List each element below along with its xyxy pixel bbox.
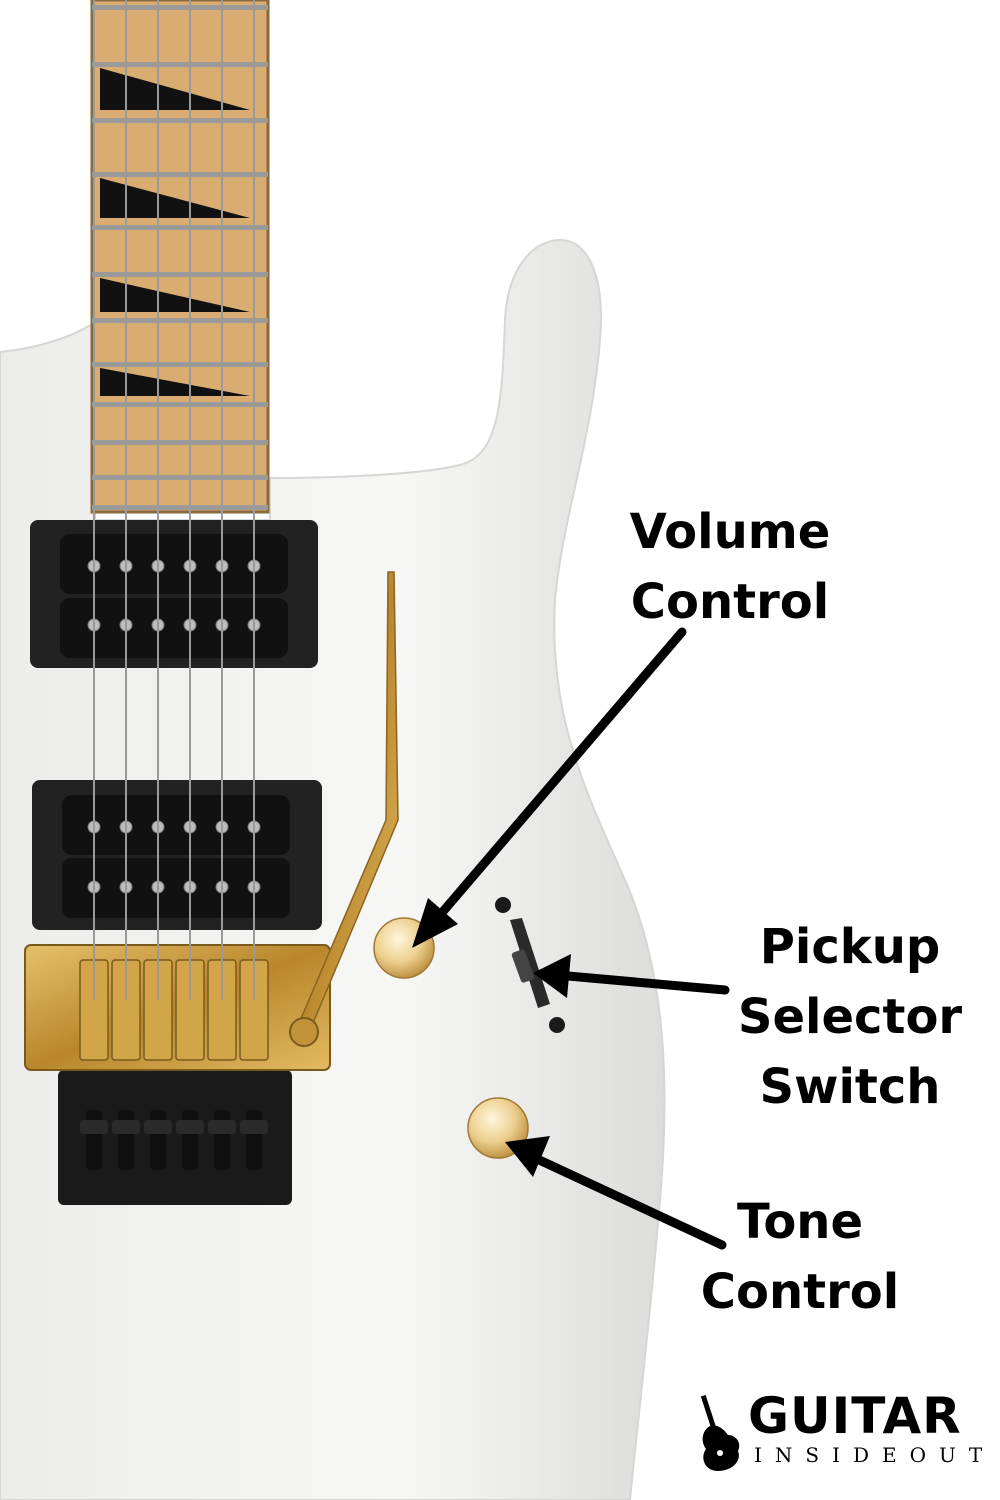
fret [92, 362, 268, 367]
fine-tuner-head [112, 1120, 140, 1134]
fret [92, 272, 268, 277]
shark-fin-inlay [100, 368, 250, 396]
volume-control-label: Volume Control [600, 497, 860, 637]
guitar-insideout-logo: GUITAR INSIDEOUT [698, 1387, 988, 1473]
fine-tuner [246, 1110, 262, 1170]
tone-label-line-1: Tone [736, 1194, 864, 1250]
fret [92, 225, 268, 230]
volume-label-line-1: Volume [629, 504, 831, 560]
fret [92, 505, 268, 510]
fine-tuner [214, 1110, 230, 1170]
fine-tuner-head [208, 1120, 236, 1134]
pickup-label-line-3: Switch [759, 1059, 941, 1115]
pickup-label-line-2: Selector [737, 989, 963, 1045]
fine-tuner [182, 1110, 198, 1170]
neck-pickup [30, 520, 318, 668]
tone-label-line-2: Control [700, 1264, 900, 1320]
fine-tuner [118, 1110, 134, 1170]
fret [92, 475, 268, 480]
fret [92, 172, 268, 177]
volume-label-line-2: Control [630, 574, 830, 630]
tone-arrow [505, 1136, 727, 1250]
fret [92, 118, 268, 123]
fret [92, 62, 268, 67]
fret [92, 318, 268, 323]
fret [92, 402, 268, 407]
fine-tuner-head [80, 1120, 108, 1134]
fine-tuner-head [176, 1120, 204, 1134]
pickup-selector-label: Pickup Selector Switch [720, 912, 980, 1122]
tone-control-label: Tone Control [670, 1187, 930, 1327]
shark-fin-inlay [100, 278, 250, 312]
pickup-selector-arrow [533, 954, 730, 998]
fine-tuner [150, 1110, 166, 1170]
pickup-label-line-1: Pickup [759, 919, 941, 975]
fret [92, 5, 268, 10]
shark-fin-inlay [100, 68, 250, 110]
fine-tuner [86, 1110, 102, 1170]
logo-title: GUITAR [748, 1387, 962, 1445]
bridge-pickup [32, 780, 322, 930]
pickup-selector-switch [495, 897, 565, 1033]
fret [92, 440, 268, 445]
tremolo-bridge [24, 944, 331, 1205]
logo-subtitle: INSIDEOUT [754, 1443, 996, 1467]
volume-arrow [412, 627, 687, 948]
fine-tuner-head [240, 1120, 268, 1134]
fret-inlays [100, 68, 250, 396]
fine-tuner-head [144, 1120, 172, 1134]
strings [93, 0, 255, 1000]
guitar-logo-icon [700, 1395, 740, 1471]
frets [92, 5, 268, 510]
shark-fin-inlay [100, 178, 250, 218]
